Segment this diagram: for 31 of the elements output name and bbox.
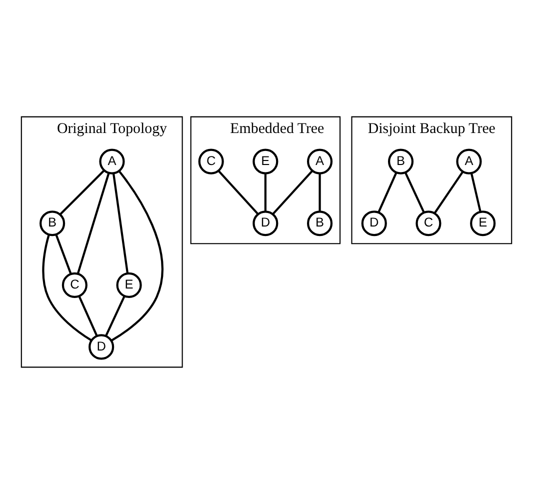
node-circle: E — [116, 272, 142, 298]
connector — [112, 172, 129, 274]
connector — [264, 172, 266, 211]
connector — [42, 234, 92, 341]
connector — [105, 295, 126, 336]
node-circle: D — [88, 334, 114, 360]
node-circle: A — [456, 148, 482, 174]
node-circle: E — [252, 148, 278, 174]
node-circle: D — [361, 210, 387, 236]
connector — [78, 295, 98, 336]
node-circle: D — [252, 210, 278, 236]
connector — [218, 170, 259, 214]
connector — [55, 234, 72, 274]
node-circle: B — [307, 210, 333, 236]
connector — [470, 172, 482, 212]
connector — [110, 170, 164, 341]
node-circle: A — [99, 148, 125, 174]
node-circle: E — [470, 210, 496, 236]
node-circle: A — [307, 148, 333, 174]
node-circle: C — [198, 148, 224, 174]
connector — [318, 172, 321, 211]
node-circle: B — [388, 148, 414, 174]
node-circle: C — [62, 272, 88, 298]
node-circle: B — [40, 210, 66, 236]
connector — [434, 170, 464, 214]
connector — [378, 172, 398, 212]
connector — [60, 169, 105, 215]
node-circle: C — [416, 210, 442, 236]
connector — [76, 172, 110, 274]
connector — [272, 170, 314, 214]
connector — [404, 172, 425, 212]
